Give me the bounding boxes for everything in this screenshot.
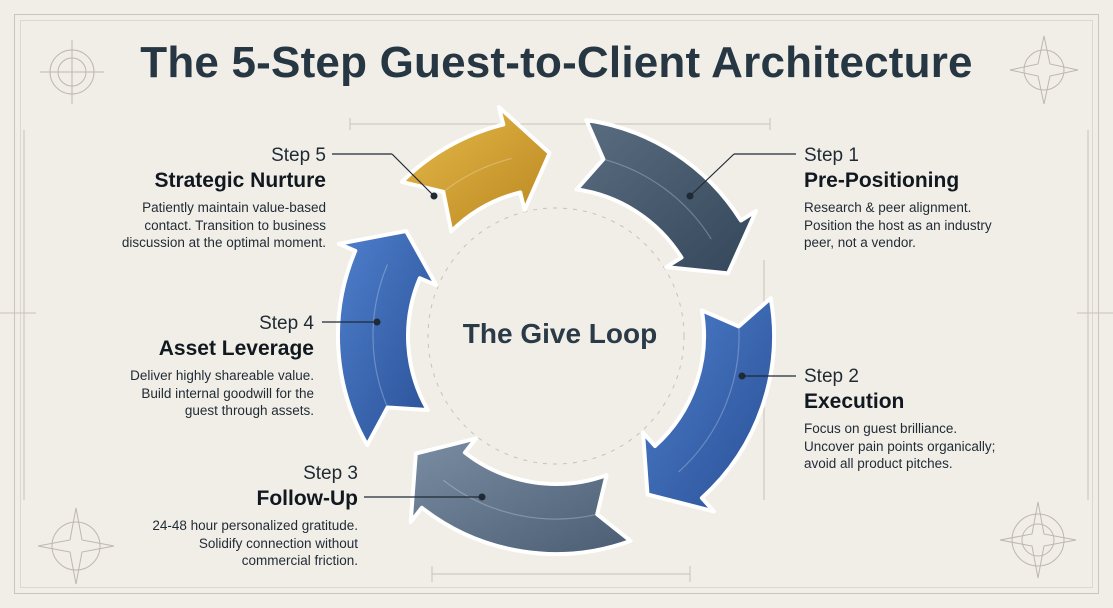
step-3-title: Follow-Up (256, 487, 358, 510)
center-label: The Give Loop (462, 318, 658, 349)
step-1-description: Research & peer alignment. Position the … (804, 200, 992, 250)
blueprint-inner-border (20, 20, 1093, 588)
loop-arrow-step-5 (399, 105, 552, 234)
compass-rose-icon (40, 40, 104, 104)
step-1-block: Step 1 Pre-Positioning Research & peer a… (804, 144, 1044, 252)
step-4-block: Step 4 Asset Leverage Deliver highly sha… (74, 312, 314, 420)
step-4-description: Deliver highly shareable value. Build in… (130, 368, 314, 418)
diagram-title: The 5-Step Guest-to-Client Architecture (140, 38, 973, 87)
step-3-block: Step 3 Follow-Up 24-48 hour personalized… (98, 462, 358, 570)
compass-rose-icon (37, 507, 115, 585)
step-5-block: Step 5 Strategic Nurture Patiently maint… (86, 144, 326, 252)
compass-rose-icon (1009, 35, 1079, 105)
step-2-description: Focus on guest brilliance. Uncover pain … (804, 421, 996, 471)
loop-arrow-detail-5 (440, 157, 512, 195)
step-1-number: Step 1 (804, 145, 859, 166)
step-5-number: Step 5 (271, 145, 326, 166)
connector-dots (373, 192, 746, 501)
connector-lines (322, 153, 796, 498)
blueprint-border (14, 14, 1099, 594)
loop-arrow-detail-3 (442, 479, 601, 520)
loop-arrow-step-3 (408, 436, 633, 557)
step-3-description: 24-48 hour personalized gratitude. Solid… (152, 518, 358, 568)
loop-arrow-step-1 (574, 118, 759, 276)
step-4-number: Step 4 (259, 313, 314, 334)
step-3-number: Step 3 (303, 463, 358, 484)
step-5-description: Patiently maintain value-based contact. … (121, 200, 326, 250)
step-2-title: Execution (804, 390, 905, 413)
loop-arrow-step-2 (641, 296, 777, 514)
blueprint-guides (0, 118, 1113, 582)
loop-arrow-detail-1 (600, 157, 712, 240)
step-1-title: Pre-Positioning (804, 169, 960, 192)
compass-rose-icon (999, 501, 1077, 579)
loop-arrow-step-4 (336, 229, 439, 447)
loop-arrow-detail-2 (678, 323, 740, 473)
step-5-title: Strategic Nurture (154, 169, 326, 192)
step-2-block: Step 2 Execution Focus on guest brillian… (804, 365, 1044, 473)
loop-arrow-detail-4 (372, 264, 390, 411)
step-4-title: Asset Leverage (158, 337, 314, 360)
step-2-number: Step 2 (804, 366, 859, 387)
